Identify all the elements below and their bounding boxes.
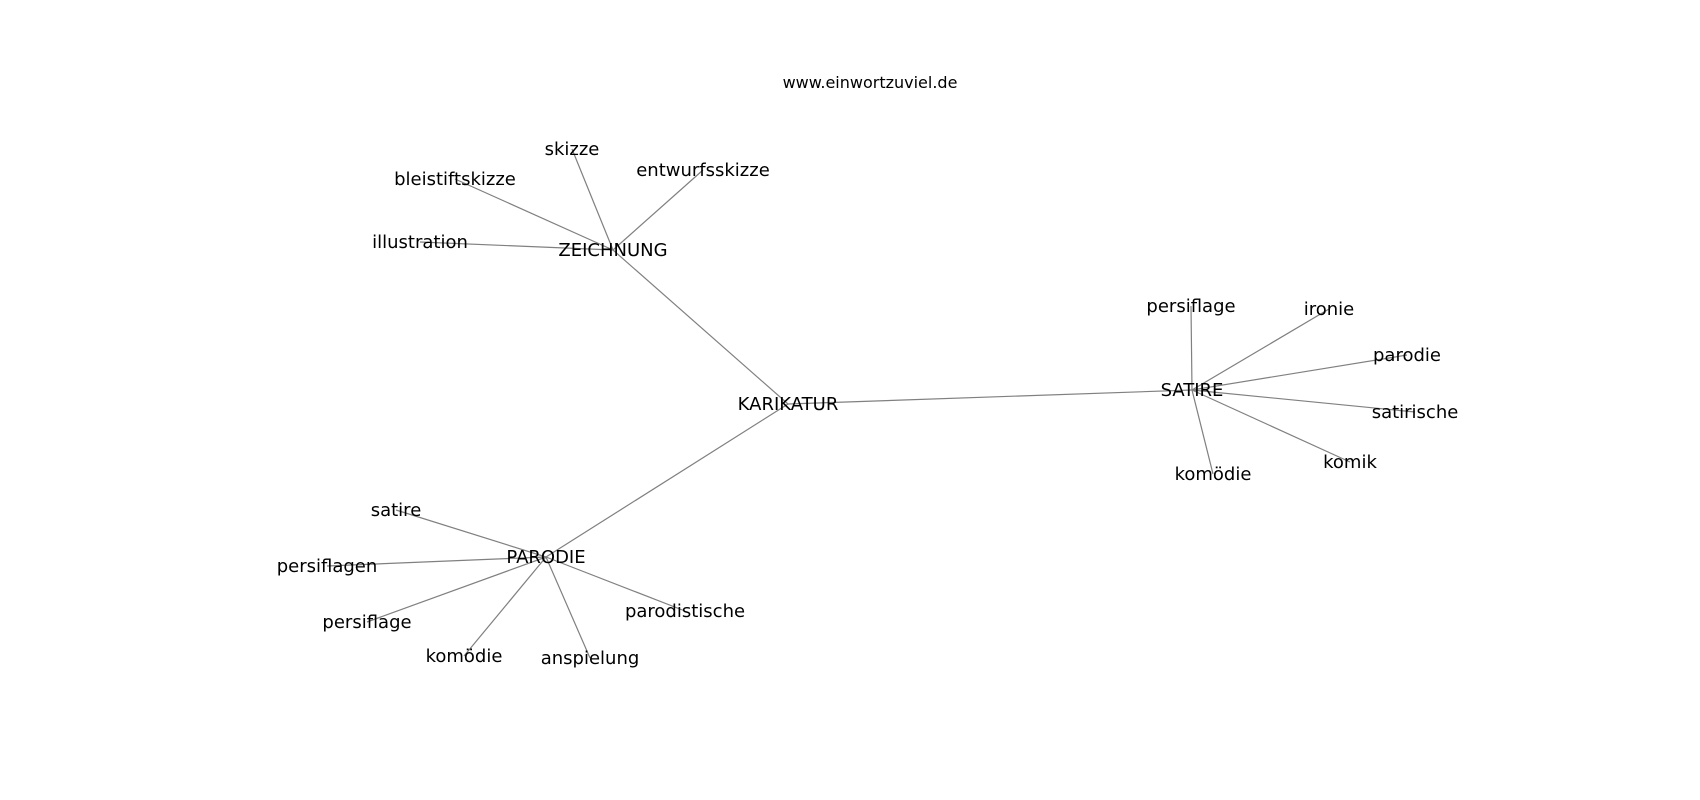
edge-parodie-komoedie	[463, 556, 547, 657]
edge-satire-komoedie	[1191, 389, 1214, 475]
edge-parodie-persiflage	[366, 556, 547, 623]
edge-satire-satirische	[1191, 389, 1416, 413]
edge-zeichnung-entwurfsskizze	[612, 169, 704, 251]
edge-satire-komik	[1191, 389, 1351, 463]
edge-parodie-persiflagen	[326, 556, 547, 567]
node-karikatur: KARIKATUR	[738, 394, 839, 415]
node-satire-satirische: satirische	[1372, 402, 1459, 423]
node-parodie: PARODIE	[506, 547, 585, 568]
node-parodie-parodistische: parodistische	[625, 601, 745, 622]
edge-satire-parodie	[1191, 354, 1408, 391]
node-zeichnung-bleistiftskizze: bleistiftskizze	[394, 169, 516, 190]
node-zeichnung-skizze: skizze	[545, 139, 600, 160]
node-zeichnung-entwurfsskizze: entwurfsskizze	[636, 160, 770, 181]
node-parodie-persiflagen: persiflagen	[277, 556, 378, 577]
node-parodie-komoedie: komödie	[426, 646, 503, 667]
site-label: www.einwortzuviel.de	[783, 73, 958, 92]
node-satire-komik: komik	[1323, 452, 1377, 473]
node-parodie-satire: satire	[371, 500, 422, 521]
edge-parodie-parodistische	[545, 556, 686, 612]
edges-layer	[326, 148, 1416, 659]
labels-layer: KARIKATUR ZEICHNUNG skizze entwurfsskizze bl…	[277, 139, 1459, 669]
edge-zeichnung-illustration	[419, 241, 614, 251]
node-zeichnung: ZEICHNUNG	[558, 240, 667, 261]
edge-zeichnung-bleistiftskizze	[454, 178, 614, 251]
node-satire-parodie: parodie	[1373, 345, 1441, 366]
edge-satire-ironie	[1191, 308, 1330, 391]
node-satire-ironie: ironie	[1304, 299, 1355, 320]
edge-parodie-satire	[395, 509, 547, 558]
edge-zeichnung-skizze	[571, 148, 614, 251]
edge-karikatur-satire	[787, 389, 1193, 405]
node-satire-komoedie: komödie	[1175, 464, 1252, 485]
node-parodie-persiflage: persiflage	[322, 612, 411, 633]
edge-parodie-anspielung	[545, 556, 591, 659]
node-zeichnung-illustration: illustration	[372, 232, 468, 253]
edge-karikatur-zeichnung	[612, 249, 789, 405]
node-parodie-anspielung: anspielung	[541, 648, 640, 669]
node-satire: SATIRE	[1161, 380, 1224, 401]
edge-karikatur-parodie	[545, 403, 789, 558]
node-satire-persiflage: persiflage	[1146, 296, 1235, 317]
edge-satire-persiflage	[1190, 305, 1193, 391]
